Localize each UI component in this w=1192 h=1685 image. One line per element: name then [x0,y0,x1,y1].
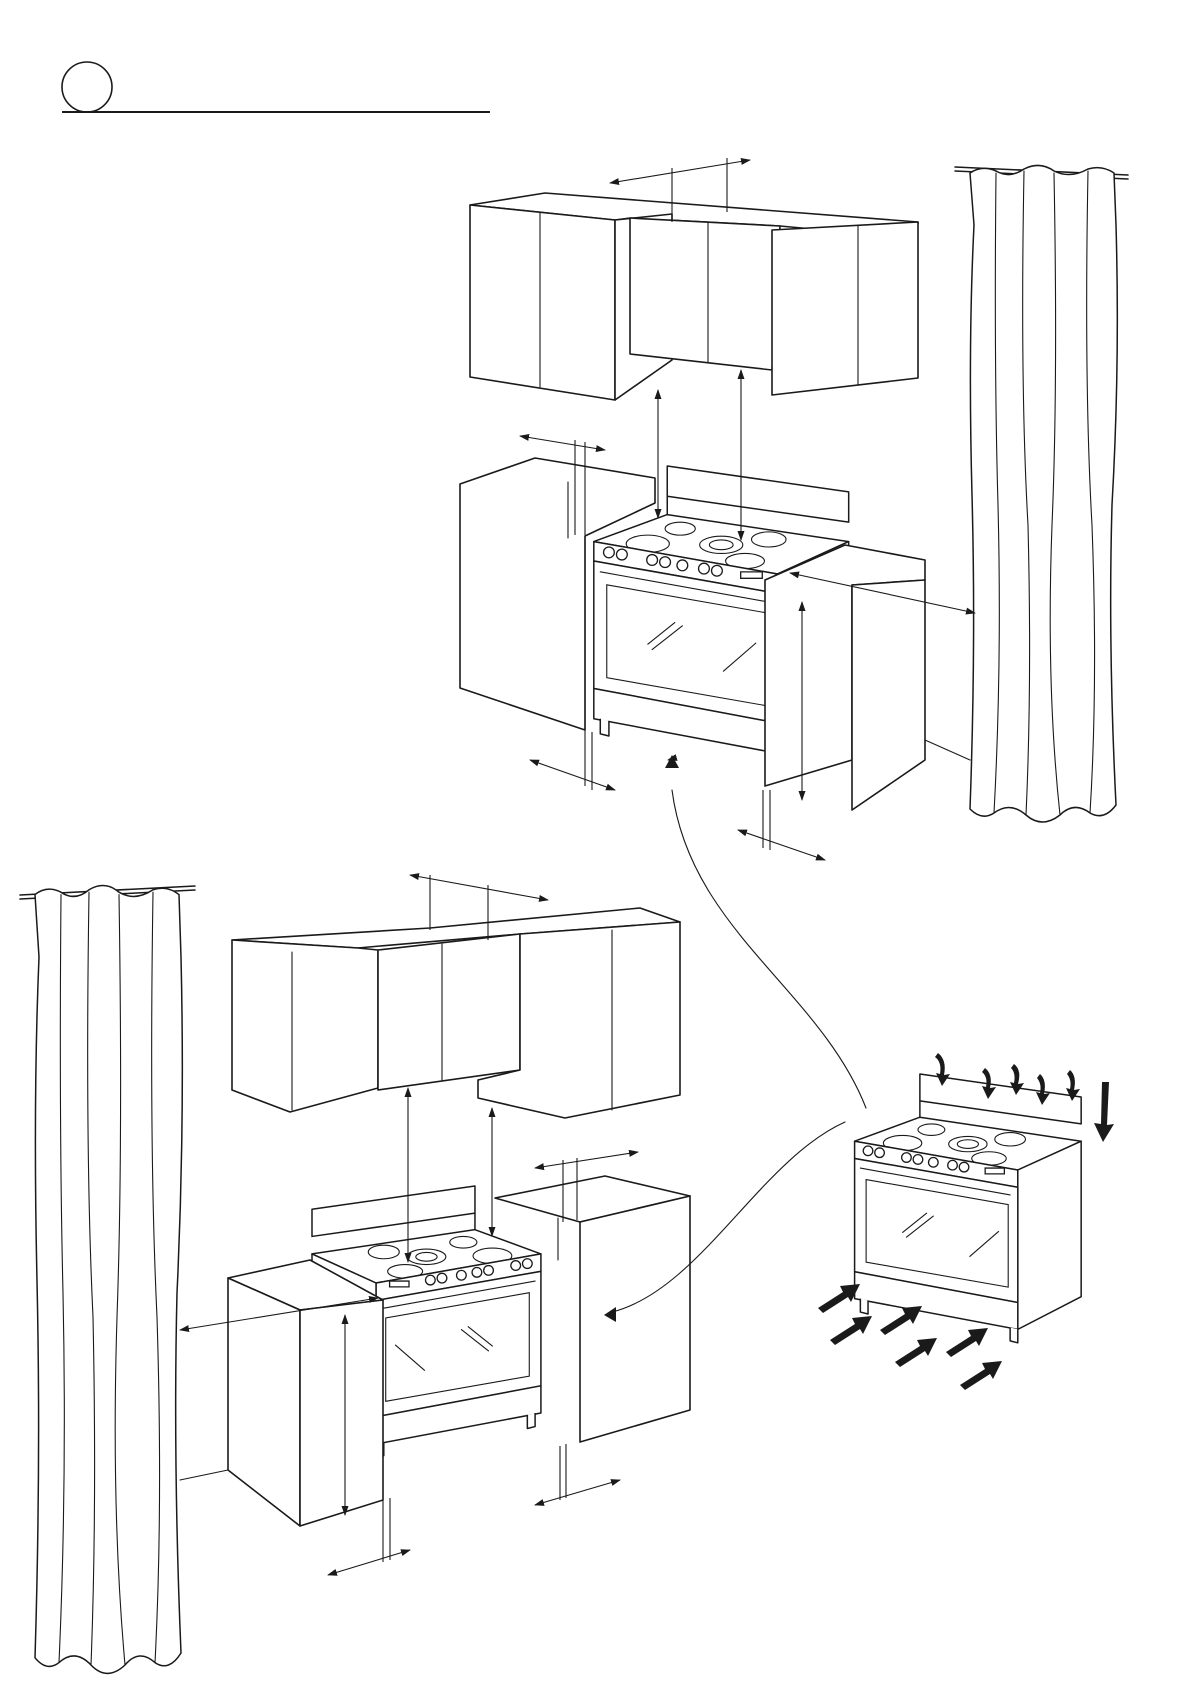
curtain-left [20,886,195,1674]
dimension-bottom-gap-upper-left [530,728,615,790]
lower-installation-scene [20,875,690,1673]
lower-wall-cabinets [232,908,680,1118]
airflow-arrow-icon [960,1361,1002,1390]
airflow-arrow-icon [946,1328,988,1357]
lower-left-base-cabinet [180,1260,383,1526]
airflow-arrow-icon [830,1316,872,1345]
airflow-arrow-icon [1094,1082,1114,1142]
step-marker [62,62,112,112]
ventilation-detail [818,1053,1114,1390]
airflow-arrow-icon [880,1306,922,1335]
upper-right-base-cabinet [765,545,970,810]
airflow-arrow-icon [895,1338,937,1367]
step-circle [62,62,112,112]
upper-wall-cabinets [470,193,918,400]
ventilation-cooker [855,1074,1082,1343]
dimension-bottom-gap-upper-right [738,790,825,860]
dimension-bottom-gap-lower-right [535,1444,620,1505]
airflow-arrow-icon [818,1284,860,1313]
upper-installation-scene [460,158,1128,860]
curtain-right [955,165,1128,822]
callout-curve-upper [672,790,866,1108]
